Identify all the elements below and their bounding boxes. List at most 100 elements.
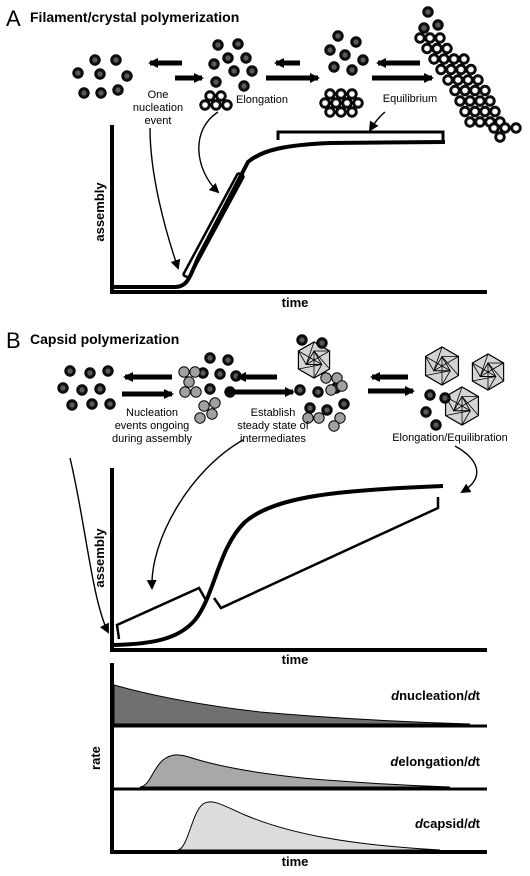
panel-a-elongation-bracket [181,171,246,280]
polymer-subunit [330,97,342,109]
label-elongation-equilibration: Elongation/Equilibration [392,432,508,444]
monomer-particle [328,61,340,73]
polymer-subunit [335,106,347,118]
monomer-particle [430,419,442,431]
monomer-particle [339,49,351,61]
panel-a-reaction-arrows [148,58,434,83]
polymer-subunit [335,88,347,100]
polymer-subunit [421,42,433,55]
monomer-particle [350,36,362,48]
intermediate-particle [313,412,325,424]
polymer-subunit [469,105,481,118]
monomer-particle [294,384,306,396]
polymer-subunit [469,84,481,97]
polymer-subunit [442,74,454,86]
polymer-subunit [199,99,211,111]
panel-b-steady-state-bracket [115,586,209,640]
polymer-subunit [346,106,358,118]
polymer-subunit [210,99,222,111]
monomer-particle [112,84,124,96]
rate-y-axis-label: rate [88,746,103,770]
panel-b-reaction-arrows [122,372,415,399]
panel-a-annotation-arrows [149,111,386,270]
monomer-particle [57,382,69,394]
intermediate-particle [325,384,337,396]
capsid-icosahedron [424,346,460,386]
polymer-subunit [341,97,353,109]
polymer-subunit [441,42,453,55]
panel-b-letter: B [6,328,21,353]
polymer-subunit [459,84,471,97]
capsid-icosahedron [444,386,480,426]
label-elongation: Elongation [236,94,288,106]
polymer-subunit [452,74,464,86]
polymer-subunit [319,97,331,109]
monomer-particle [439,392,451,404]
polymer-subunit [474,116,486,128]
polymer-subunit [431,42,443,55]
capsid-rate-area [177,801,441,851]
polymer-subunit [458,53,470,65]
monomer-particle [66,399,78,411]
intermediate-particle [336,380,348,392]
polymer-subunit [204,90,216,102]
panel-b-annotation-arrows [69,439,478,634]
intermediate-particle [198,400,210,412]
monomer-particle [78,87,90,99]
monomer-particle [420,406,432,418]
label-equilibrium: Equilibrium [383,93,437,105]
panel-a-equilibrium-bracket [276,130,445,140]
label-nucleation-b3: during assembly [112,433,193,445]
intermediate-particle [302,412,314,424]
monomer-particle [94,383,106,395]
capsid-icosahedron [297,341,331,379]
intermediate-particle [328,420,340,432]
panel-b-x-axis-label: time [282,652,309,667]
monomer-particle [424,389,436,401]
polymer-subunit [346,88,358,100]
polymer-subunit [499,122,511,134]
monomer-particle [204,383,216,395]
monomer-particle [72,67,84,79]
intermediate-particle [334,412,346,424]
intermediate-particle [179,386,191,398]
monomer-particle [86,398,98,410]
nucleation-rate-area [113,684,471,725]
polymer-subunit [428,53,440,65]
monomer-particle [222,52,234,64]
polymer-subunit [465,63,477,76]
monomer-particle [246,65,258,77]
polymer-subunit [472,74,484,86]
polymer-subunit [488,122,500,134]
polymer-subunit [424,32,436,44]
panel-a-title: Filament/crystal polymerization [30,9,239,25]
polymer-subunit [324,88,336,100]
polymer-subunit [414,32,426,44]
monomer-particle [102,365,114,377]
panel-a-assembly-curve [114,140,446,289]
monomer-particle [316,337,328,349]
polymer-subunit [445,63,457,76]
monomer-particle [208,58,220,70]
label-intermediates: intermediates [240,433,307,445]
intermediate-particle [331,372,343,384]
label-nucleation-b2: events ongoing [115,420,190,432]
polymer-subunit [479,105,491,118]
intermediate-particle [189,366,201,378]
panel-b-y-axis-label: assembly [92,528,107,588]
polymer-subunit [459,105,471,118]
polymer-subunit [221,99,233,111]
panel-b-particle-clusters [57,334,505,432]
intermediate-particle [194,412,206,424]
panel-a-x-axis-label: time [282,295,309,310]
panel-b-elongation-bracket [212,497,440,610]
polymer-subunit [462,74,474,86]
elongation-rate-area [139,754,451,788]
monomer-particle [240,52,252,64]
polymer-subunit [455,63,467,76]
label-nucleation-b1: Nucleation [126,407,178,419]
monomer-particle [64,365,76,377]
monomer-particle [357,54,369,66]
label-nucleation: nucleation [133,102,183,114]
rate-axes [110,663,487,854]
